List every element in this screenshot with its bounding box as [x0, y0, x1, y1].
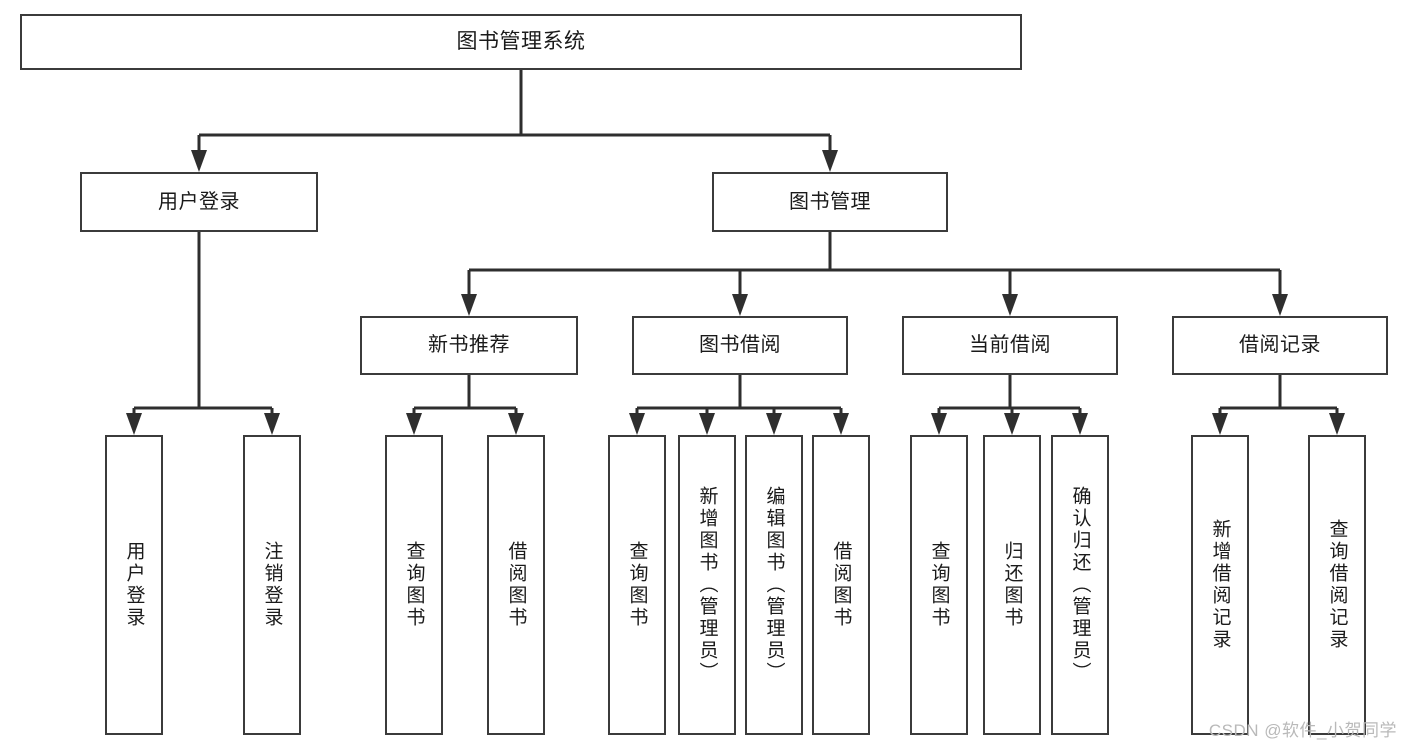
node-label: 确认归还（管理员） [1069, 486, 1091, 684]
node-l2-newbook[interactable]: 新书推荐 [360, 316, 578, 375]
node-leaf-12[interactable]: 新增借阅记录 [1191, 435, 1249, 735]
node-l2-current[interactable]: 当前借阅 [902, 316, 1118, 375]
node-leaf-2[interactable]: 注销登录 [243, 435, 301, 735]
node-label: 借阅图书 [830, 541, 852, 629]
node-leaf-3[interactable]: 查询图书 [385, 435, 443, 735]
node-leaf-11[interactable]: 确认归还（管理员） [1051, 435, 1109, 735]
node-label: 归还图书 [1001, 541, 1023, 629]
node-leaf-13[interactable]: 查询借阅记录 [1308, 435, 1366, 735]
node-label: 借阅记录 [1239, 334, 1321, 357]
node-label: 图书借阅 [699, 334, 781, 357]
node-label: 注销登录 [261, 541, 283, 629]
node-leaf-6[interactable]: 新增图书（管理员） [678, 435, 736, 735]
node-label: 图书管理 [789, 190, 871, 213]
node-label: 编辑图书（管理员） [763, 486, 785, 684]
node-l2-record[interactable]: 借阅记录 [1172, 316, 1388, 375]
node-label: 查询图书 [928, 541, 950, 629]
node-leaf-9[interactable]: 查询图书 [910, 435, 968, 735]
node-label: 图书管理系统 [456, 30, 586, 54]
node-label: 用户登录 [123, 541, 145, 629]
watermark: CSDN @软件_小贺同学 [1208, 721, 1397, 740]
node-label: 用户登录 [158, 190, 240, 213]
node-label: 新增图书（管理员） [696, 486, 718, 684]
node-l2-borrow[interactable]: 图书借阅 [632, 316, 848, 375]
node-leaf-4[interactable]: 借阅图书 [487, 435, 545, 735]
node-root[interactable]: 图书管理系统 [20, 14, 1022, 70]
node-l1-book[interactable]: 图书管理 [712, 172, 948, 232]
node-label: 新书推荐 [428, 334, 510, 357]
node-label: 查询图书 [626, 541, 648, 629]
node-leaf-10[interactable]: 归还图书 [983, 435, 1041, 735]
node-label: 当前借阅 [969, 334, 1051, 357]
node-leaf-7[interactable]: 编辑图书（管理员） [745, 435, 803, 735]
node-label: 新增借阅记录 [1209, 519, 1231, 651]
node-label: 查询借阅记录 [1326, 519, 1348, 651]
node-leaf-1[interactable]: 用户登录 [105, 435, 163, 735]
node-leaf-5[interactable]: 查询图书 [608, 435, 666, 735]
node-label: 查询图书 [403, 541, 425, 629]
node-l1-login[interactable]: 用户登录 [80, 172, 318, 232]
node-leaf-8[interactable]: 借阅图书 [812, 435, 870, 735]
node-label: 借阅图书 [505, 541, 527, 629]
